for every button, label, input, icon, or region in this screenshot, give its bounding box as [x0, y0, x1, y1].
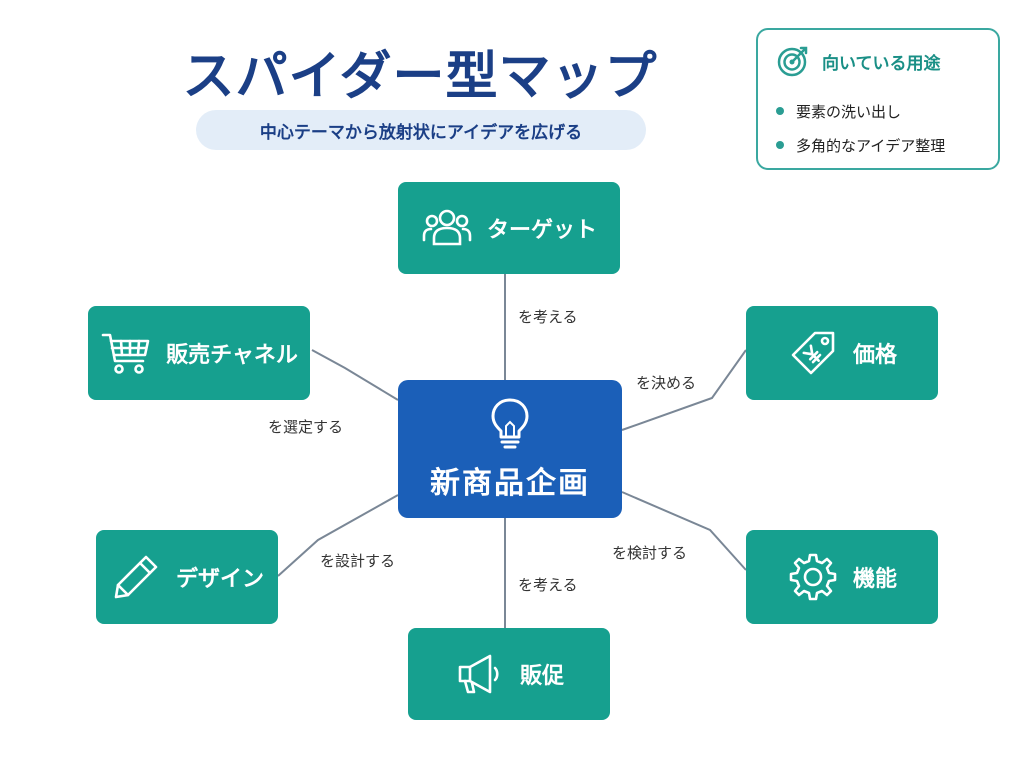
branch-feature[interactable]: 機能	[746, 530, 938, 624]
connector-design	[277, 494, 399, 577]
central-topic-label: 新商品企画	[430, 466, 590, 501]
use-case-item-text: 要素の洗い出し	[796, 102, 902, 121]
connector-feature	[621, 491, 747, 571]
use-case-title: 向いている用途	[822, 53, 941, 74]
edge-label-feature: を検討する	[612, 544, 688, 562]
branch-promotion[interactable]: 販促	[408, 628, 610, 720]
users-icon	[422, 209, 472, 246]
edge-label-design: を設計する	[320, 552, 396, 570]
branch-channel-label: 販売チャネル	[166, 343, 298, 368]
branch-design-label: デザイン	[175, 567, 264, 592]
branch-channel[interactable]: 販売チャネル	[88, 306, 310, 400]
central-topic[interactable]: 新商品企画	[398, 380, 622, 518]
pencil-icon	[114, 555, 158, 599]
use-case-header: 向いている用途	[776, 44, 941, 78]
branch-design[interactable]: デザイン	[96, 530, 278, 624]
branch-price[interactable]: 価格	[746, 306, 938, 400]
page-title: スパイダー型マップ	[182, 47, 658, 107]
megaphone-icon	[458, 654, 499, 694]
branch-target[interactable]: ターゲット	[398, 182, 620, 274]
page-subtitle: 中心テーマから放射状にアイデアを広げる	[196, 110, 646, 150]
edge-label-price: を決める	[636, 374, 697, 392]
lightbulb-icon	[491, 398, 529, 449]
use-case-item: 多角的なアイデア整理	[776, 128, 945, 162]
branch-target-label: ターゲット	[486, 218, 597, 243]
cart-icon	[101, 333, 150, 374]
gear-icon	[789, 553, 837, 601]
target-icon	[777, 46, 808, 77]
branch-price-label: 価格	[852, 343, 897, 368]
price-tag-icon	[791, 331, 835, 375]
use-case-item: 要素の洗い出し	[776, 94, 945, 128]
bullet-icon	[776, 141, 784, 149]
use-case-item-text: 多角的なアイデア整理	[796, 136, 946, 155]
use-case-list: 要素の洗い出し 多角的なアイデア整理	[776, 94, 945, 162]
branch-feature-label: 機能	[852, 567, 897, 592]
edge-label-promotion: を考える	[518, 576, 578, 594]
connector-price	[621, 349, 747, 431]
edge-label-channel: を選定する	[268, 418, 344, 436]
bullet-icon	[776, 107, 784, 115]
use-case-panel: 向いている用途 要素の洗い出し 多角的なアイデア整理	[756, 28, 1000, 170]
connector-channel	[311, 349, 399, 401]
edge-label-target: を考える	[518, 308, 578, 326]
branch-promotion-label: 販促	[519, 664, 564, 689]
